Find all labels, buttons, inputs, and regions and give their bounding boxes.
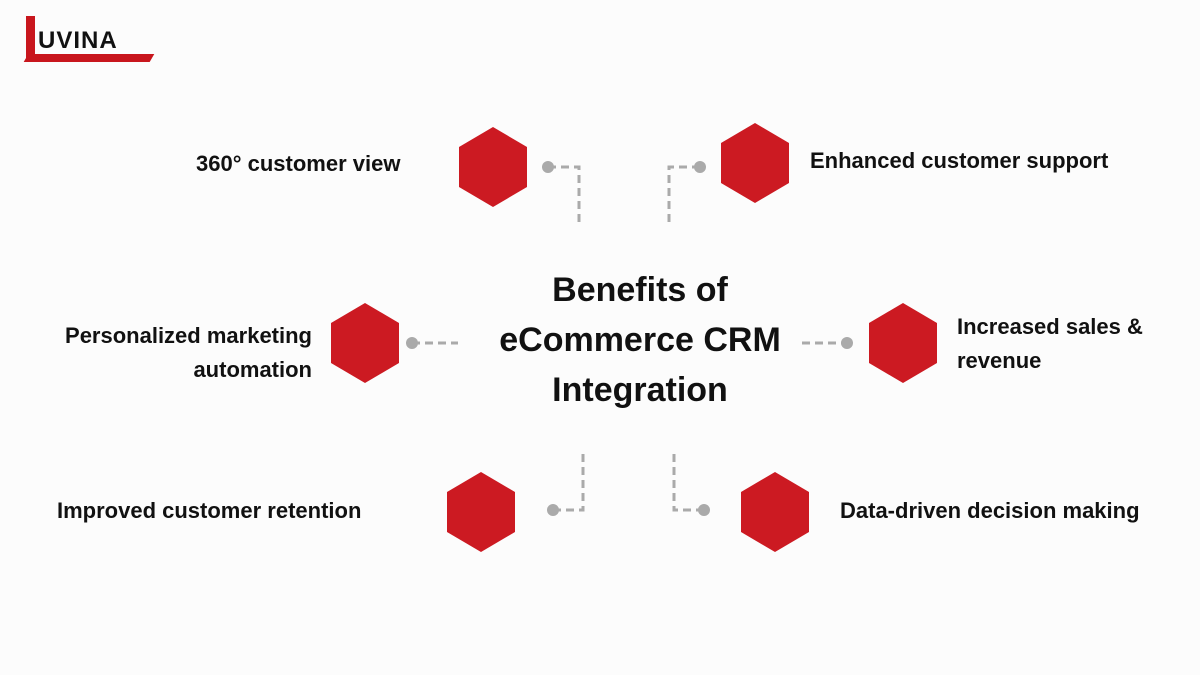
hexagon-personalized-marketing bbox=[331, 303, 399, 383]
hexagon-customer-retention bbox=[447, 472, 515, 552]
benefit-label-customer-retention: Improved customer retention bbox=[57, 498, 362, 523]
connector-dot bbox=[406, 337, 418, 349]
connector-dot bbox=[841, 337, 853, 349]
logo-text: UVINA bbox=[38, 27, 118, 54]
benefit-label-sales-revenue: Increased sales & revenue bbox=[957, 310, 1143, 378]
connector-dot bbox=[547, 504, 559, 516]
benefit-label-data-driven: Data-driven decision making bbox=[840, 498, 1140, 523]
label-line-1: Personalized marketing bbox=[65, 323, 312, 348]
benefit-label-personalized-marketing: Personalized marketing automation bbox=[65, 319, 312, 387]
title-line-2: eCommerce CRM bbox=[499, 321, 781, 359]
hexagon-customer-support bbox=[721, 123, 789, 203]
connector-bottom-left bbox=[553, 452, 585, 512]
benefit-label-customer-support: Enhanced customer support bbox=[810, 148, 1109, 173]
connector-dot bbox=[542, 161, 554, 173]
luvina-logo: UVINA bbox=[23, 14, 156, 64]
benefit-label-360-view: 360° customer view bbox=[196, 151, 401, 176]
title-line-1: Benefits of bbox=[552, 271, 728, 309]
label-line-2: automation bbox=[193, 357, 312, 382]
hexagon-360-view bbox=[459, 127, 527, 207]
hexagon-data-driven bbox=[741, 472, 809, 552]
connector-top-right bbox=[667, 165, 700, 222]
label-line-2: revenue bbox=[957, 348, 1042, 373]
logo-mark-vertical bbox=[26, 16, 35, 62]
diagram-title: Benefits of eCommerce CRM Integration bbox=[460, 265, 820, 415]
label-line-1: Increased sales & bbox=[957, 314, 1143, 339]
connector-top-left bbox=[548, 165, 581, 222]
connector-dot bbox=[694, 161, 706, 173]
connector-bottom-right bbox=[672, 452, 704, 512]
hexagon-sales-revenue bbox=[869, 303, 937, 383]
title-line-3: Integration bbox=[552, 371, 728, 409]
connector-dot bbox=[698, 504, 710, 516]
